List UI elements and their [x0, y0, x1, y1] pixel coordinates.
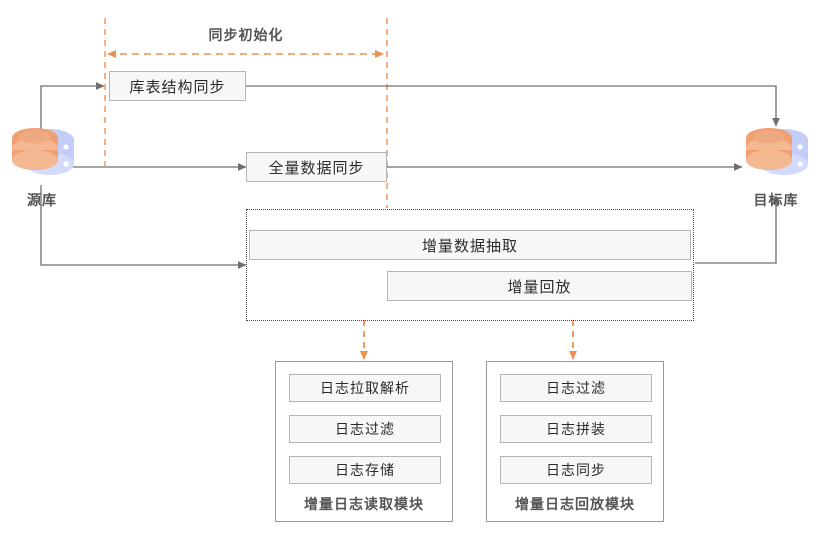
source-db-label: 源库 — [27, 192, 57, 208]
module-item-log-filter-2[interactable]: 日志过滤 — [500, 374, 652, 402]
module-title-incr-log-replay: 增量日志回放模块 — [515, 496, 635, 512]
incremental-sync-group — [246, 209, 694, 321]
database-icon — [746, 128, 808, 175]
node-source-db[interactable]: 源库 — [8, 120, 76, 208]
span-label-sync-init: 同步初始化 — [208, 27, 284, 43]
module-item-log-store[interactable]: 日志存储 — [289, 456, 441, 484]
module-item-log-assemble[interactable]: 日志拼装 — [500, 415, 652, 443]
step-box-incr-extract[interactable]: 增量数据抽取 — [249, 230, 691, 260]
module-title-incr-log-read: 增量日志读取模块 — [304, 496, 424, 512]
database-icon — [12, 128, 74, 175]
module-item-log-pull-parse[interactable]: 日志拉取解析 — [289, 374, 441, 402]
target-db-label: 目标库 — [753, 192, 799, 208]
module-item-log-filter[interactable]: 日志过滤 — [289, 415, 441, 443]
module-incr-log-read: 日志拉取解析 日志过滤 日志存储 增量日志读取模块 — [275, 361, 453, 522]
node-target-db[interactable]: 目标库 — [742, 120, 810, 208]
module-item-log-sync[interactable]: 日志同步 — [500, 456, 652, 484]
step-box-full-sync[interactable]: 全量数据同步 — [246, 152, 387, 182]
edge-schema-sync-to-target — [245, 85, 780, 127]
module-incr-log-replay: 日志过滤 日志拼装 日志同步 增量日志回放模块 — [486, 361, 664, 522]
step-box-schema-sync[interactable]: 库表结构同步 — [109, 71, 246, 101]
step-box-incr-replay[interactable]: 增量回放 — [387, 271, 692, 301]
